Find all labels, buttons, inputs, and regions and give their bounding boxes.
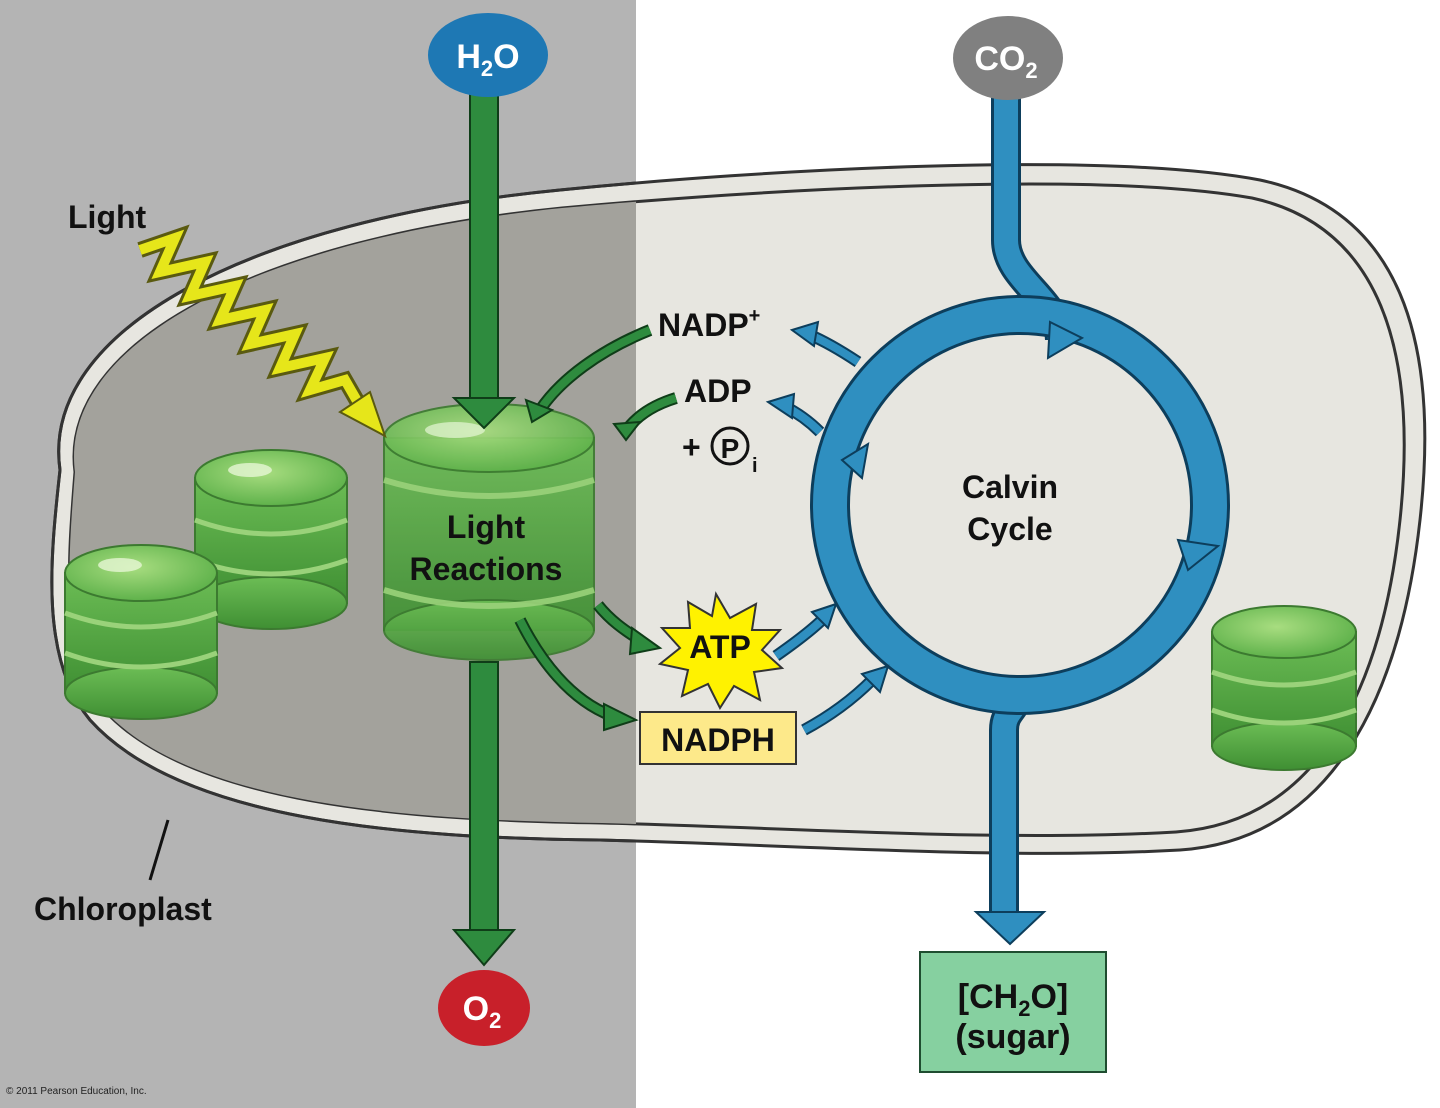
svg-text:NADPH: NADPH xyxy=(661,722,775,758)
oxygen-output: O2 xyxy=(438,970,530,1046)
chloroplast-label: Chloroplast xyxy=(34,891,212,927)
grana-stack-right xyxy=(1211,605,1357,771)
svg-text:(sugar): (sugar) xyxy=(955,1018,1070,1056)
calvin-cycle-title: Calvin xyxy=(962,469,1058,505)
svg-text:O2: O2 xyxy=(463,990,502,1033)
phosphate-label: + P i xyxy=(682,426,758,477)
grana-stack-center xyxy=(383,403,595,661)
water-input: H2O xyxy=(428,13,548,97)
grana-stack-left-back xyxy=(194,449,348,630)
light-reactions-title: Light xyxy=(447,509,526,545)
blue-cofactor-arrows xyxy=(765,320,890,736)
svg-text:P: P xyxy=(721,433,740,464)
carbon-dioxide-input: CO2 xyxy=(953,16,1063,100)
svg-text:ATP: ATP xyxy=(689,629,751,665)
chloroplast-leader-line xyxy=(148,819,170,881)
svg-text:[CH2O]: [CH2O] xyxy=(958,978,1068,1021)
light-label: Light xyxy=(68,199,147,235)
light-ray xyxy=(137,224,387,439)
green-cofactor-arrows xyxy=(514,324,678,732)
light-reactions-subtitle: Reactions xyxy=(410,551,563,587)
adp-label: ADP xyxy=(684,373,752,409)
svg-text:+: + xyxy=(682,429,701,465)
svg-text:i: i xyxy=(752,455,758,477)
svg-text:CO2: CO2 xyxy=(974,40,1037,83)
nadp-plus-label: NADP+ xyxy=(658,305,760,343)
sugar-output: [CH2O] (sugar) xyxy=(919,951,1107,1073)
svg-text:H2O: H2O xyxy=(456,38,519,81)
grana-stack-left-front xyxy=(64,544,218,720)
calvin-cycle-subtitle: Cycle xyxy=(967,511,1052,547)
water-flow-arrow xyxy=(451,87,517,967)
calvin-cycle-ring xyxy=(810,295,1230,715)
copyright-notice: © 2011 Pearson Education, Inc. xyxy=(6,1086,147,1097)
atp-molecule: ATP xyxy=(657,591,785,711)
nadph-molecule: NADPH xyxy=(639,711,797,765)
